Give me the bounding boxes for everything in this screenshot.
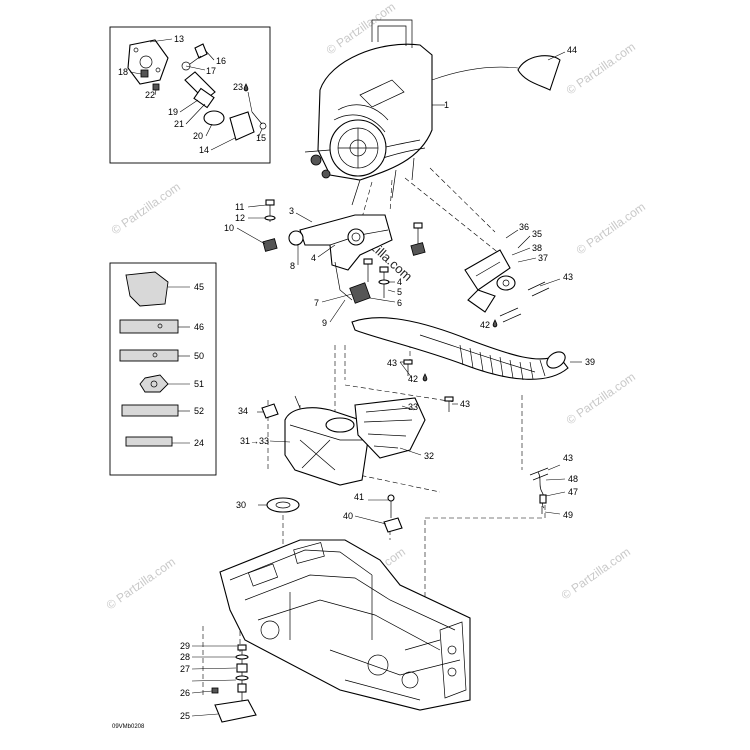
callout-3: 3: [289, 206, 294, 216]
watermark: © Partzilla.com: [109, 180, 183, 238]
outlet-flange-assembly: [464, 229, 561, 323]
callout-37: 37: [538, 253, 548, 263]
callout-32: 32: [424, 451, 434, 461]
callout-43: 43: [387, 358, 397, 368]
callout-43: 43: [460, 399, 470, 409]
bottom-hardware-stack: [191, 644, 257, 723]
callout-20: 20: [193, 131, 203, 141]
callout-10: 10: [224, 223, 234, 233]
pipe-hardware: [400, 359, 458, 412]
callout-50: 50: [194, 351, 204, 361]
callout-4: 4: [397, 277, 402, 287]
callout-17: 17: [206, 66, 216, 76]
callout-8: 8: [290, 261, 295, 271]
watermark: © Partzilla.com: [564, 370, 638, 428]
callout-15: 15: [256, 133, 266, 143]
callout-28: 28: [180, 652, 190, 662]
callout-1: 1: [444, 100, 449, 110]
callout-13: 13: [174, 34, 184, 44]
callout-14: 14: [199, 145, 209, 155]
callout-29: 29: [180, 641, 190, 651]
lubricant-symbols: [243, 83, 498, 382]
callout-23: 23: [233, 82, 243, 92]
callout-26: 26: [180, 688, 190, 698]
callout-48: 48: [568, 474, 578, 484]
spring-hardware: [529, 464, 566, 515]
callout-41: 41: [354, 492, 364, 502]
watermark: © Partzilla.com: [104, 555, 178, 613]
callout-42: 42: [408, 374, 418, 384]
callout-36: 36: [519, 222, 529, 232]
callout-46: 46: [194, 322, 204, 332]
bracket-assembly: [236, 199, 426, 323]
callout-12: 12: [235, 213, 245, 223]
callout-11: 11: [235, 202, 244, 212]
callout-49: 49: [563, 510, 573, 520]
callout-52: 52: [194, 406, 204, 416]
callout-21: 21: [174, 119, 184, 129]
decals-inset-box: [109, 262, 217, 476]
callout-47: 47: [568, 487, 578, 497]
callout-4: 4: [311, 253, 316, 263]
callout-40: 40: [343, 511, 353, 521]
callout-31-33: 31→33: [240, 436, 269, 446]
diagram-code: 09VMb0208: [112, 724, 145, 730]
callout-6: 6: [397, 298, 402, 308]
callout-19: 19: [168, 107, 178, 117]
watermark: © Partzilla.com: [559, 545, 633, 603]
callout-27: 27: [180, 664, 190, 674]
watermark: © Partzilla.com: [574, 200, 648, 258]
housing-assembly: [304, 19, 566, 206]
callout-30: 30: [236, 500, 246, 510]
callout-9: 9: [322, 318, 327, 328]
callout-39: 39: [585, 357, 595, 367]
callout-38: 38: [532, 243, 542, 253]
callout-18: 18: [118, 67, 128, 77]
callout-43: 43: [563, 272, 573, 282]
callout-44: 44: [567, 45, 577, 55]
callout-33: 33: [408, 402, 418, 412]
callout-22: 22: [145, 90, 155, 100]
callout-16: 16: [216, 56, 226, 66]
callout-5: 5: [397, 287, 402, 297]
hardware-40-41: [354, 494, 403, 533]
muffler-assembly: [257, 395, 426, 513]
callout-7: 7: [314, 298, 319, 308]
hardware-inset-box: [109, 26, 271, 164]
callout-34: 34: [238, 406, 248, 416]
callout-45: 45: [194, 282, 204, 292]
callout-24: 24: [194, 438, 204, 448]
callout-51: 51: [194, 379, 204, 389]
callout-35: 35: [532, 229, 542, 239]
tuned-pipe: [351, 317, 582, 381]
callout-43: 43: [563, 453, 573, 463]
chassis-frame: [219, 539, 471, 711]
callout-labels: 1 3 4 4 5 6 7 8 9 10 11 12 13 14 15 16 1…: [118, 34, 595, 721]
callout-25: 25: [180, 711, 190, 721]
callout-42: 42: [480, 320, 490, 330]
